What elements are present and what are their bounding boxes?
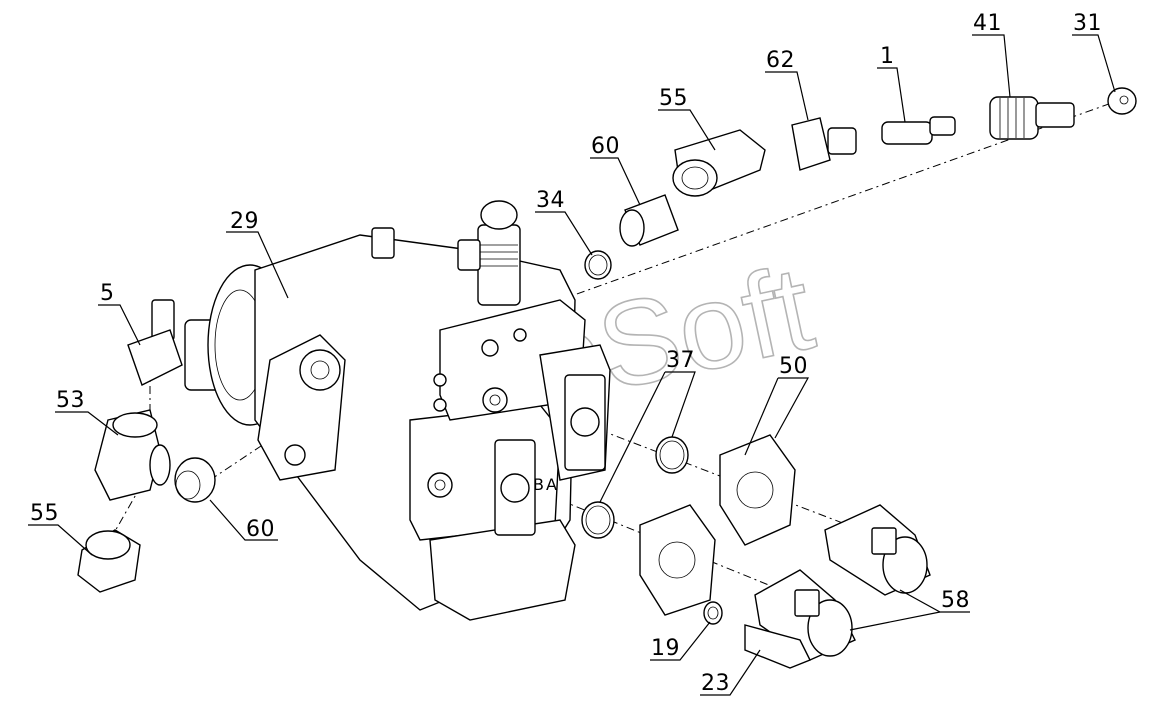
callout-34: 34	[536, 188, 565, 213]
callout-29: 29	[230, 209, 259, 234]
callout-23: 23	[701, 671, 730, 696]
callout-labels: 29 5 53 55 60 60 34 55 62 1 41 31 37 50 …	[30, 11, 1102, 696]
clamp-part-23	[744, 624, 811, 669]
split-flange-part-50	[639, 434, 796, 616]
port-b-mark: B	[533, 475, 544, 494]
adapter-part-60-right	[619, 194, 679, 247]
washer-part-19	[703, 601, 723, 625]
motor-assembly: B A	[184, 200, 611, 621]
check-valve-part-1	[881, 116, 956, 145]
cap-part-31	[1107, 87, 1137, 115]
elbow-part-55-right	[672, 129, 766, 197]
tee-fitting-part-53	[94, 409, 171, 501]
port-a-mark: A	[546, 475, 557, 494]
callout-53: 53	[56, 388, 85, 413]
pressure-sensor-part-5	[127, 299, 183, 386]
adapter-part-60-left	[174, 457, 216, 503]
callout-31: 31	[1073, 11, 1102, 36]
callout-60-right: 60	[591, 134, 620, 159]
callout-37: 37	[666, 348, 695, 373]
callout-leaders	[28, 34, 1116, 696]
elbow-part-55-left	[77, 529, 141, 593]
callout-60-left: 60	[246, 517, 275, 542]
callout-62: 62	[766, 48, 795, 73]
knurled-fitting-part-41	[989, 96, 1075, 140]
callout-55-right: 55	[659, 86, 688, 111]
callout-1: 1	[880, 44, 895, 69]
oring-part-34	[584, 250, 612, 280]
callout-19: 19	[651, 636, 680, 661]
oring-part-37	[581, 436, 689, 539]
callout-58: 58	[941, 588, 970, 613]
callout-5: 5	[100, 281, 115, 306]
callout-50: 50	[779, 354, 808, 379]
reducer-part-62	[791, 117, 857, 171]
callout-41: 41	[973, 11, 1002, 36]
callout-55-left: 55	[30, 501, 59, 526]
